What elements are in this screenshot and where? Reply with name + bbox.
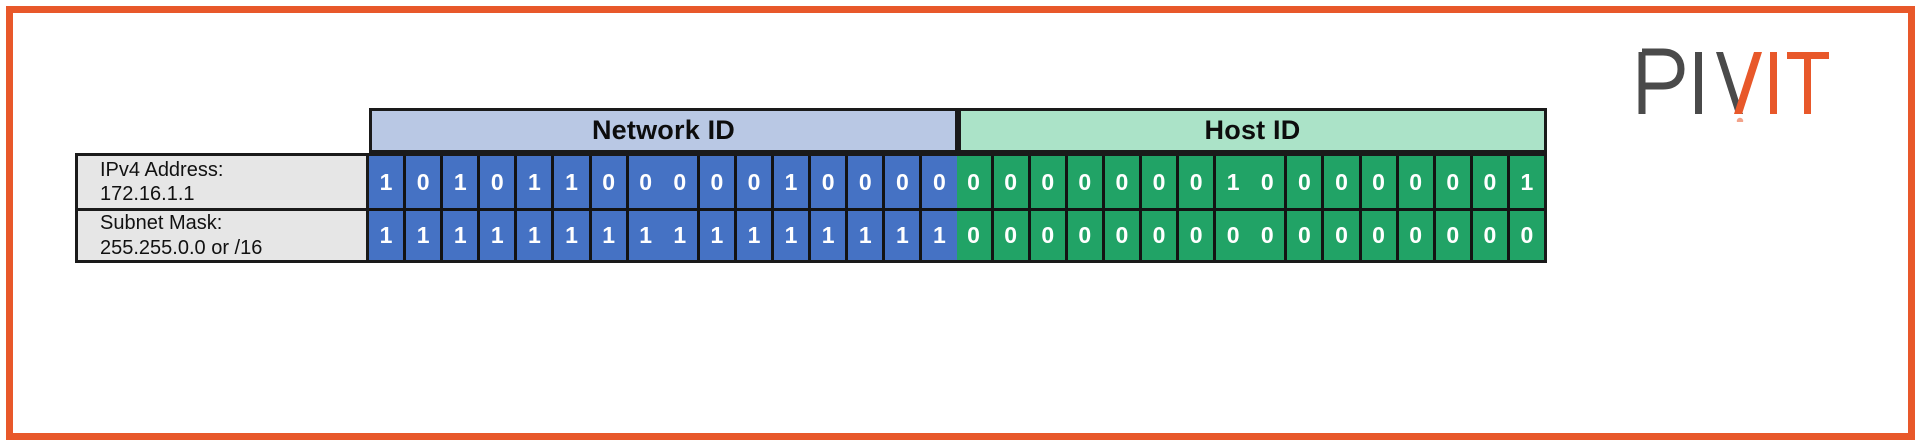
bit-cell: 1 bbox=[1216, 156, 1251, 208]
bit-cell: 1 bbox=[774, 156, 812, 208]
bit-cell: 0 bbox=[1324, 208, 1362, 260]
bit-cell: 0 bbox=[699, 156, 737, 208]
bit-cell: 0 bbox=[1472, 156, 1510, 208]
bit-cell: 0 bbox=[1067, 156, 1105, 208]
row-label-line2: 255.255.0.0 or /16 bbox=[100, 236, 263, 259]
bit-cell: 0 bbox=[1250, 156, 1288, 208]
bit-cell: 0 bbox=[848, 156, 886, 208]
bit-cell: 0 bbox=[628, 156, 663, 208]
bit-cell: 1 bbox=[774, 208, 812, 260]
bit-cell: 0 bbox=[1509, 208, 1544, 260]
logo-letter-v bbox=[1716, 52, 1743, 114]
bit-cell: 0 bbox=[1179, 208, 1217, 260]
bit-cell: 1 bbox=[369, 208, 407, 260]
bit-cell: 0 bbox=[1104, 208, 1142, 260]
bit-cells-ipv4: 1 0 1 0 1 1 0 0 0 0 0 1 0 bbox=[369, 156, 1544, 208]
bit-cell: 0 bbox=[591, 156, 629, 208]
octet-4: 0 0 0 0 0 0 0 1 bbox=[1250, 156, 1544, 208]
logo-letter-p bbox=[1638, 48, 1685, 114]
bit-table: IPv4 Address: 172.16.1.1 1 0 1 0 1 1 0 0 bbox=[75, 153, 1547, 263]
logo-letter-t-bar bbox=[1787, 52, 1829, 59]
bit-cell: 0 bbox=[1435, 156, 1473, 208]
bit-cell: 0 bbox=[956, 208, 994, 260]
bit-cell: 0 bbox=[1141, 156, 1180, 208]
bit-cell: 0 bbox=[922, 156, 957, 208]
bit-cell: 0 bbox=[1398, 156, 1436, 208]
octet-1: 1 0 1 0 1 1 0 0 bbox=[369, 156, 663, 208]
octet-1: 1 1 1 1 1 1 1 1 bbox=[369, 208, 663, 260]
table-row-subnet-mask: Subnet Mask: 255.255.0.0 or /16 1 1 1 1 … bbox=[78, 208, 1544, 260]
bit-cell: 1 bbox=[885, 208, 923, 260]
host-id-header: Host ID bbox=[958, 108, 1547, 153]
bit-cell: 1 bbox=[811, 208, 849, 260]
octet-3: 0 0 0 0 0 0 0 0 bbox=[956, 208, 1251, 260]
bit-cell: 1 bbox=[517, 156, 555, 208]
logo-letter-i bbox=[1695, 52, 1702, 114]
bit-cell: 0 bbox=[480, 156, 518, 208]
row-label-line1: IPv4 Address: bbox=[100, 158, 224, 181]
bit-cell: 0 bbox=[1287, 208, 1325, 260]
row-label-subnet-mask: Subnet Mask: 255.255.0.0 or /16 bbox=[78, 208, 369, 260]
bit-cell: 1 bbox=[1509, 156, 1544, 208]
network-id-label: Network ID bbox=[591, 115, 736, 145]
bit-cell: 0 bbox=[1361, 208, 1399, 260]
bit-cell: 1 bbox=[443, 208, 481, 260]
bit-cell: 1 bbox=[406, 208, 444, 260]
bit-cell: 1 bbox=[591, 208, 629, 260]
bit-cell: 0 bbox=[406, 156, 444, 208]
bit-cell: 0 bbox=[1324, 156, 1362, 208]
bit-cell: 0 bbox=[736, 156, 775, 208]
bit-cell: 0 bbox=[1435, 208, 1473, 260]
bit-cell: 0 bbox=[1030, 208, 1068, 260]
octet-4: 0 0 0 0 0 0 0 0 bbox=[1250, 208, 1544, 260]
row-label-line2: 172.16.1.1 bbox=[100, 183, 195, 205]
bit-cell: 0 bbox=[1250, 208, 1288, 260]
octet-2: 1 1 1 1 1 1 1 1 bbox=[662, 208, 957, 260]
bit-cell: 0 bbox=[1067, 208, 1105, 260]
bit-cell: 1 bbox=[922, 208, 957, 260]
bit-cell: 0 bbox=[1030, 156, 1068, 208]
logo-letter-t-stem bbox=[1804, 52, 1811, 114]
bit-cells-subnet-mask: 1 1 1 1 1 1 1 1 1 1 1 1 1 bbox=[369, 208, 1544, 260]
bit-cell: 1 bbox=[554, 208, 592, 260]
bit-cell: 0 bbox=[662, 156, 700, 208]
subnet-bit-diagram: Network ID Host ID IPv4 Address: 172.16.… bbox=[75, 108, 1547, 263]
bit-cell: 1 bbox=[480, 208, 518, 260]
logo-letter-i2 bbox=[1770, 52, 1777, 114]
id-band-row: Network ID Host ID bbox=[369, 108, 1547, 153]
bit-cell: 0 bbox=[956, 156, 994, 208]
bit-cell: 1 bbox=[517, 208, 555, 260]
row-label-ipv4-address: IPv4 Address: 172.16.1.1 bbox=[78, 156, 369, 208]
bit-cell: 0 bbox=[993, 156, 1031, 208]
octet-3: 0 0 0 0 0 0 0 1 bbox=[956, 156, 1251, 208]
logo-slash-icon bbox=[1734, 52, 1762, 114]
logo-dot-icon bbox=[1736, 117, 1744, 122]
row-label-line1: Subnet Mask: bbox=[100, 212, 223, 235]
bit-cell: 0 bbox=[1287, 156, 1325, 208]
bit-cell: 0 bbox=[1361, 156, 1399, 208]
bit-cell: 1 bbox=[369, 156, 407, 208]
bit-cell: 0 bbox=[1398, 208, 1436, 260]
bit-cell: 1 bbox=[736, 208, 775, 260]
network-id-header: Network ID bbox=[369, 108, 958, 153]
bit-cell: 0 bbox=[1104, 156, 1142, 208]
bit-cell: 0 bbox=[811, 156, 849, 208]
table-row-ipv4-address: IPv4 Address: 172.16.1.1 1 0 1 0 1 1 0 0 bbox=[78, 156, 1544, 208]
bit-cell: 0 bbox=[1141, 208, 1180, 260]
bit-cell: 1 bbox=[443, 156, 481, 208]
octet-2: 0 0 0 1 0 0 0 0 bbox=[662, 156, 957, 208]
host-id-label: Host ID bbox=[1204, 115, 1301, 145]
bit-cell: 0 bbox=[1216, 208, 1251, 260]
bit-cell: 1 bbox=[848, 208, 886, 260]
bit-cell: 1 bbox=[628, 208, 663, 260]
bit-cell: 0 bbox=[885, 156, 923, 208]
pivit-logo bbox=[1637, 44, 1837, 122]
bit-cell: 1 bbox=[699, 208, 737, 260]
bit-cell: 1 bbox=[554, 156, 592, 208]
bit-cell: 1 bbox=[662, 208, 700, 260]
bit-cell: 0 bbox=[1472, 208, 1510, 260]
bit-cell: 0 bbox=[993, 208, 1031, 260]
bit-cell: 0 bbox=[1179, 156, 1217, 208]
